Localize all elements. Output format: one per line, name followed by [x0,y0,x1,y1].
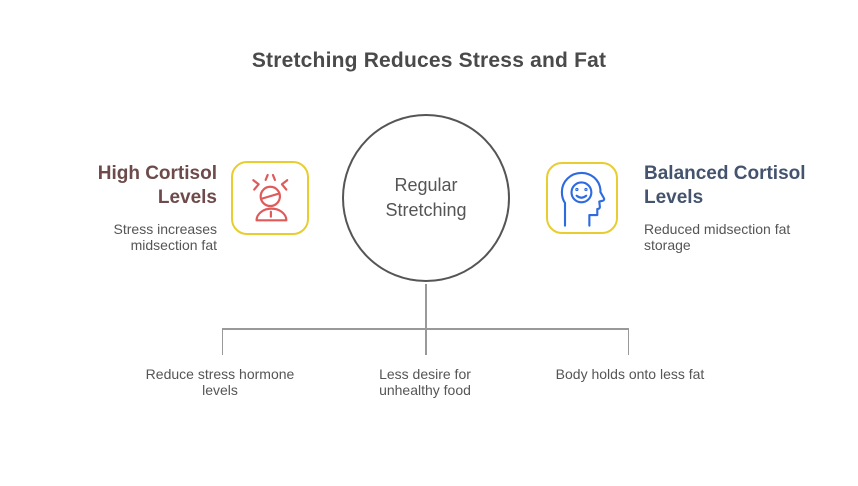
outcome-body-holds-less-fat: Body holds onto less fat [555,366,705,382]
head-profile-smile-icon [560,171,606,227]
high-cortisol-icon-card [231,161,309,235]
high-cortisol-description: Stress increases midsection fat [113,221,217,253]
outcome-reduce-stress-hormone: Reduce stress hormone levels [145,366,295,398]
balanced-cortisol-description: Reduced midsection fat storage [644,221,791,253]
regular-stretching-label: Regular Stretching [385,175,467,220]
balanced-cortisol-icon-card [546,162,618,234]
connector-left-drop [221,328,223,355]
outcome-less-desire-unhealthy-food: Less desire for unhealthy food [379,366,471,398]
balanced-cortisol-heading: Balanced Cortisol Levels [644,163,806,208]
connector-right-drop [627,328,629,355]
connector-center-vertical [425,284,427,355]
page-title: Stretching Reduces Stress and Fat [251,49,607,72]
high-cortisol-heading: High Cortisol Levels [97,163,217,208]
connector-horizontal [221,328,629,330]
regular-stretching-node: Regular Stretching [342,114,510,282]
stressed-person-icon [252,173,289,222]
